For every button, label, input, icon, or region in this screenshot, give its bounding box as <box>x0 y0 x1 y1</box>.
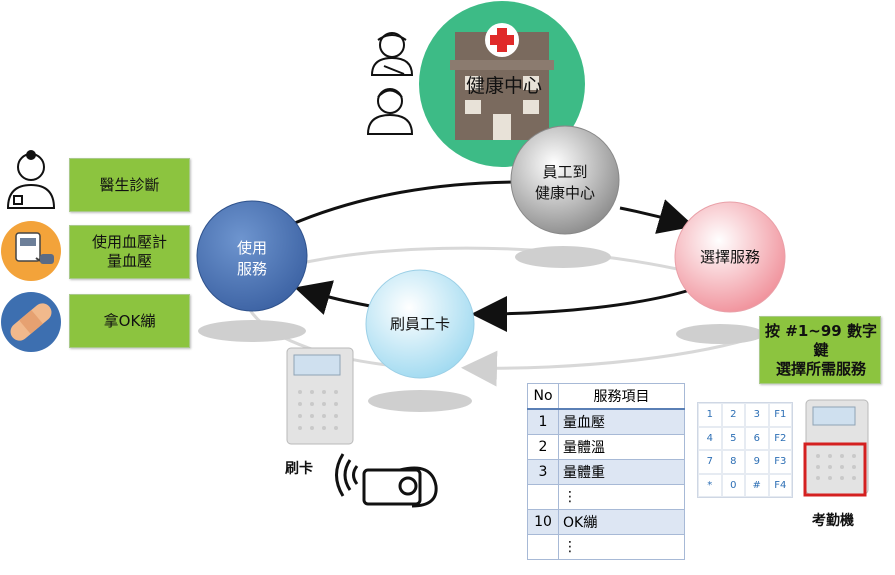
attendance-machine-caption: 考勤機 <box>812 513 854 529</box>
keypad-key: 8 <box>721 450 745 474</box>
instruction-box: 按 #1~99 數字鍵 選擇所需服務 <box>759 316 881 384</box>
bandage-icon <box>1 292 61 352</box>
table-cell-service: OK繃 <box>558 509 685 535</box>
instruction-text: 按 #1~99 數字鍵 選擇所需服務 <box>765 321 877 378</box>
contactless-card-icon <box>335 453 438 508</box>
attendance-machine-icon <box>803 399 869 497</box>
table-cell-no <box>527 484 559 510</box>
patient-icon <box>370 32 414 76</box>
table-row: 10 OK繃 <box>527 509 685 535</box>
table-cell-service: 量體溫 <box>558 434 685 460</box>
table-header-row: No 服務項目 <box>527 383 685 410</box>
table-row: 3 量體重 <box>527 459 685 485</box>
keypad-key: # <box>745 473 769 497</box>
keypad-key: 9 <box>745 450 769 474</box>
keypad-key: * <box>698 473 722 497</box>
keypad-key: F2 <box>768 426 792 450</box>
keypad-key: 3 <box>745 403 769 427</box>
table-cell-service: 量血壓 <box>558 408 685 435</box>
service-box-bandage: 拿OK繃 <box>69 294 190 348</box>
staff-person-icon <box>366 88 414 135</box>
keypad-key: 7 <box>698 450 722 474</box>
select-label: 選擇服務 <box>700 248 760 266</box>
doctor-icon <box>6 150 56 209</box>
table-cell-no: 3 <box>527 459 559 485</box>
health-center-node: 健康中心 <box>419 1 585 167</box>
arrive-label-line1: 員工到 <box>542 163 587 181</box>
table-cell-service: ⋮ <box>558 534 685 560</box>
keypad-highlight <box>803 442 867 497</box>
table-header-service: 服務項目 <box>558 383 685 410</box>
table-cell-service: 量體重 <box>558 459 685 485</box>
service-box-doctor: 醫生診斷 <box>69 158 190 212</box>
keypad-key: F1 <box>768 403 792 427</box>
table-row: 1 量血壓 <box>527 408 685 435</box>
node-shadows <box>198 246 764 412</box>
use-node: 使用 服務 <box>196 200 308 312</box>
keypad-key: 6 <box>745 426 769 450</box>
card-reader-icon <box>286 347 354 445</box>
table-header-no: No <box>527 383 559 410</box>
service-box-blood-pressure: 使用血壓計 量血壓 <box>69 225 190 279</box>
service-box-blood-pressure-label: 使用血壓計 量血壓 <box>91 233 167 270</box>
blood-pressure-monitor-icon <box>1 221 61 281</box>
keypad-key: F3 <box>768 450 792 474</box>
keypad-key: 1 <box>698 403 722 427</box>
swipe-label: 刷員工卡 <box>390 315 450 333</box>
keypad-key: 4 <box>698 426 722 450</box>
hospital-icon <box>450 23 554 140</box>
table-cell-no <box>527 534 559 560</box>
keypad-key: 0 <box>721 473 745 497</box>
table-row: 2 量體溫 <box>527 434 685 460</box>
use-label-line1: 使用 <box>237 239 267 257</box>
use-label-line2: 服務 <box>237 260 267 278</box>
keypad-key: 5 <box>721 426 745 450</box>
table-cell-service: ⋮ <box>558 484 685 510</box>
table-cell-no: 2 <box>527 434 559 460</box>
arrive-label-line2: 健康中心 <box>535 184 595 202</box>
table-row: ⋮ <box>527 484 685 510</box>
swipe-node: 刷員工卡 <box>365 269 475 379</box>
table-cell-no: 1 <box>527 408 559 435</box>
health-center-label: 健康中心 <box>466 75 542 97</box>
service-box-doctor-label: 醫生診斷 <box>99 175 160 194</box>
keypad-key: F4 <box>768 473 792 497</box>
arrive-node: 員工到 健康中心 <box>510 125 620 235</box>
select-node: 選擇服務 <box>674 201 786 313</box>
swipe-card-caption: 刷卡 <box>285 461 313 477</box>
table-cell-no: 10 <box>527 509 559 535</box>
service-box-bandage-label: 拿OK繃 <box>103 311 156 330</box>
black-front-loop <box>289 180 695 332</box>
keypad-key: 2 <box>721 403 745 427</box>
table-row: ⋮ <box>527 534 685 560</box>
service-table: No 服務項目 1 量血壓 2 量體溫 3 量體重 ⋮ 10 OK繃 ⋮ <box>527 383 685 560</box>
